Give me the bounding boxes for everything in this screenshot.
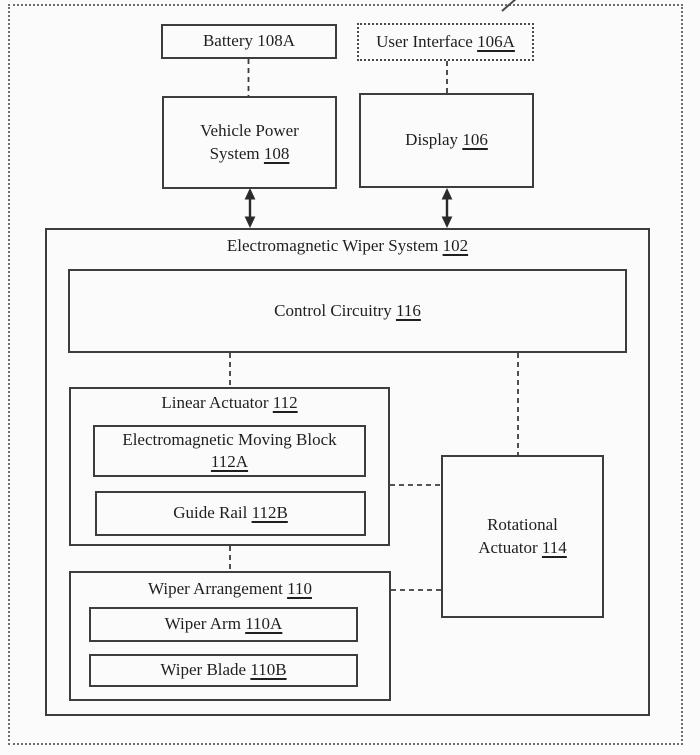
linear-actuator-label: Linear Actuator 112 xyxy=(161,392,297,414)
electromagnetic-wiper-system-label: Electromagnetic Wiper System 102 xyxy=(227,235,468,257)
vehicle-power-system-label-text: Vehicle Power System xyxy=(200,121,299,163)
display-box: Display 106 xyxy=(359,93,534,188)
guide-rail-label-text: Guide Rail xyxy=(173,503,248,523)
wiper-blade-label-text: Wiper Blade xyxy=(160,660,247,680)
wiper-arrangement-label: Wiper Arrangement 110 xyxy=(148,578,312,600)
guide-rail-box: Guide Rail 112B xyxy=(95,491,366,536)
wiper-arm-label-text: Wiper Arm xyxy=(164,614,241,634)
electromagnetic-moving-block-label-text: Electromagnetic Moving Block xyxy=(122,429,337,449)
rotational-actuator-label: Rotational Actuator 114 xyxy=(457,514,589,558)
control-circuitry-label: Control Circuitry 116 xyxy=(274,300,421,322)
battery-label-text: Battery xyxy=(202,31,253,51)
electromagnetic-wiper-system-box: Electromagnetic Wiper System 102 xyxy=(45,228,650,716)
wiper-arrangement-label-text: Wiper Arrangement xyxy=(148,579,283,598)
guide-rail-label: Guide Rail 112B xyxy=(173,502,288,524)
wiper-arm-box: Wiper Arm 110A xyxy=(89,607,358,642)
figure-border xyxy=(8,4,683,745)
bidirectional-arrow-vps-system xyxy=(244,188,256,228)
battery-box: Battery 108A xyxy=(161,24,337,59)
arrow-head-up-icon xyxy=(441,188,453,200)
electromagnetic-moving-block-box: Electromagnetic Moving Block 112A xyxy=(93,425,366,477)
rotational-actuator-ref: 114 xyxy=(541,537,567,557)
bidirectional-arrow-display-system xyxy=(441,188,453,228)
user-interface-ref: 106A xyxy=(477,31,515,51)
arrow-head-down-icon xyxy=(244,216,256,228)
user-interface-box: User Interface 106A xyxy=(357,23,534,61)
control-circuitry-label-text: Control Circuitry xyxy=(274,300,392,320)
wiper-blade-label: Wiper Blade 110B xyxy=(160,659,286,681)
display-ref: 106 xyxy=(462,130,488,150)
rotational-actuator-label-text: Rotational Actuator xyxy=(478,515,558,557)
wiper-blade-ref: 110B xyxy=(250,660,287,680)
guide-rail-ref: 112B xyxy=(251,503,288,523)
linear-actuator-box: Linear Actuator 112 xyxy=(69,387,390,546)
linear-actuator-label-text: Linear Actuator xyxy=(161,393,269,412)
control-circuitry-ref: 116 xyxy=(395,300,421,320)
margin-tick-mark xyxy=(501,0,517,12)
wiper-arrangement-box: Wiper Arrangement 110 xyxy=(69,571,391,701)
electromagnetic-moving-block-ref: 112A xyxy=(210,452,249,471)
electromagnetic-wiper-system-label-text: Electromagnetic Wiper System xyxy=(226,236,439,255)
wiper-arrangement-ref: 110 xyxy=(287,579,312,598)
user-interface-label: User Interface 106A xyxy=(376,31,515,53)
rotational-actuator-box: Rotational Actuator 114 xyxy=(441,455,604,618)
battery-label: Battery 108A xyxy=(203,30,295,52)
user-interface-label-text: User Interface xyxy=(376,31,473,51)
wiper-arm-label: Wiper Arm 110A xyxy=(165,613,283,635)
control-circuitry-box: Control Circuitry 116 xyxy=(68,269,627,353)
vehicle-power-system-ref: 108 xyxy=(263,143,290,163)
arrow-head-up-icon xyxy=(244,188,256,200)
vehicle-power-system-label: Vehicle Power System 108 xyxy=(188,120,312,164)
wiper-blade-box: Wiper Blade 110B xyxy=(89,654,358,687)
electromagnetic-wiper-system-ref: 102 xyxy=(442,236,469,255)
battery-ref: 108A xyxy=(257,31,296,51)
wiper-arm-ref: 110A xyxy=(245,614,283,634)
electromagnetic-moving-block-label: Electromagnetic Moving Block 112A xyxy=(122,429,336,473)
arrow-head-down-icon xyxy=(441,216,453,228)
display-label: Display 106 xyxy=(405,129,488,151)
display-label-text: Display xyxy=(405,130,459,150)
vehicle-power-system-box: Vehicle Power System 108 xyxy=(162,96,337,189)
linear-actuator-ref: 112 xyxy=(272,393,298,412)
